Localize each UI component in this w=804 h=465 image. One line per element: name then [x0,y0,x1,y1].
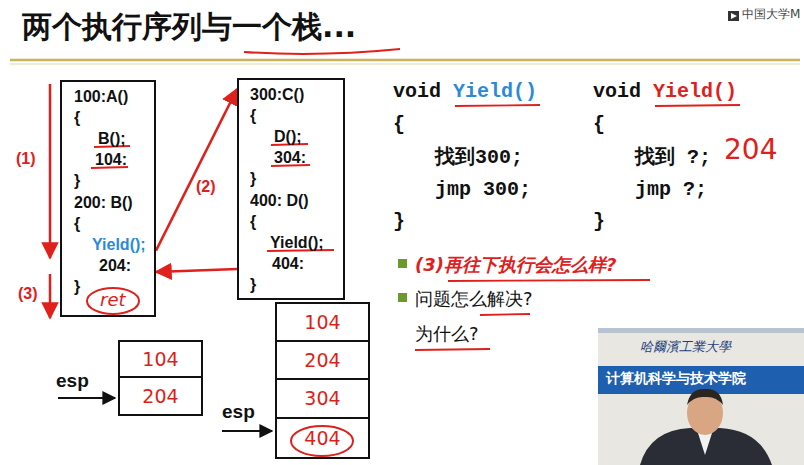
bullet-square [398,293,407,302]
stack-cell: 204 [118,376,203,416]
code-keyword: void [393,80,441,103]
code-line: } [74,278,80,296]
callout-number: (3) [18,285,38,303]
stack-value: 404 [304,428,340,449]
lecturer [687,389,723,405]
code-line: } [250,276,256,294]
code-line: 400: D() [250,192,309,210]
title-rule [10,59,800,62]
hand-underline [480,314,530,315]
stack-cell: 304 [275,378,370,419]
school-name: 哈爾濱工業大學 [640,340,731,355]
hand-note: ret [100,290,126,311]
stack-cell: 204 [275,340,370,380]
code-line: 300:C() [250,86,304,104]
code-line: 200: B() [74,194,133,212]
code-line: Yield(); [270,234,324,252]
code-line: } [74,172,80,190]
stack-value: 104 [142,349,178,370]
code-line: 找到 ?; [635,146,711,169]
bullet-text: 问题怎么解决? [415,289,533,310]
hand-underline [244,49,400,54]
code-keyword: void [593,80,641,103]
code-line: jmp 300; [435,178,531,201]
video-thumbnail [598,328,804,465]
stack-value: 204 [304,350,340,371]
stack-value: 204 [142,386,178,407]
hand-underline [448,280,650,281]
code-line: B(); [98,130,126,148]
code-box: 300:C() { D(); 304:} 400: D() { Yield(); 404:} [237,78,345,300]
code-line: 100:A() [74,88,128,106]
stack-cell: 404 [275,417,370,459]
code-box: 100:A() { B(); 104:} 200: B() { Yield(); 204:} [60,80,156,317]
code-line: { [250,107,256,125]
hand-circle [87,288,139,314]
code-line: D(); [274,128,302,146]
code-line: 204: [99,257,131,275]
stack-cell: 104 [275,302,370,342]
title-rule [10,64,800,65]
hand-circle [291,426,353,456]
logo-icon [728,11,739,21]
code-line: jmp ?; [635,178,707,201]
hand-underline [455,105,540,106]
callout-number: (2) [196,178,216,196]
code-brace: { [393,113,405,136]
slide-title: 两个执行序列与一个栈... [22,10,356,45]
logo-text: 中国大学M [742,8,800,22]
function-name: Yield() [453,80,537,103]
code-line: 304: [274,149,306,167]
code-line: { [250,213,256,231]
flow-arrow [49,84,52,258]
flow-arrow [49,274,52,318]
code-line: } [250,170,256,188]
bullet-square [398,259,407,268]
code-line: Yield(); [92,236,146,254]
register-label: esp [222,401,255,423]
code-line: 404: [272,255,304,273]
code-line: 找到300; [435,146,523,169]
hand-underline [415,349,490,350]
code-line: 104: [95,151,127,169]
video-thumbnail [598,328,804,333]
code-line: { [74,109,80,127]
stack-value: 304 [304,388,340,409]
department-name: 计算机科学与技术学院 [606,370,746,386]
code-line: { [74,215,80,233]
esp-arrow [58,397,115,399]
code-brace: } [393,210,405,233]
bullet-text: (3)再往下执行会怎么样? [415,255,616,276]
bullet-text: 为什么? [415,324,479,345]
logo-icon [731,13,737,19]
register-label: esp [56,370,89,392]
hand-note: 204 [724,134,777,166]
control-flow-arrow [156,269,237,272]
stack-value: 104 [304,312,340,333]
hand-underline [655,105,740,106]
stack-cell: 104 [118,340,203,378]
esp-arrow [222,430,272,432]
function-name: Yield() [653,80,737,103]
callout-number: (1) [16,150,36,168]
code-brace: { [593,113,605,136]
code-brace: } [593,210,605,233]
control-flow-arrow [156,89,237,251]
